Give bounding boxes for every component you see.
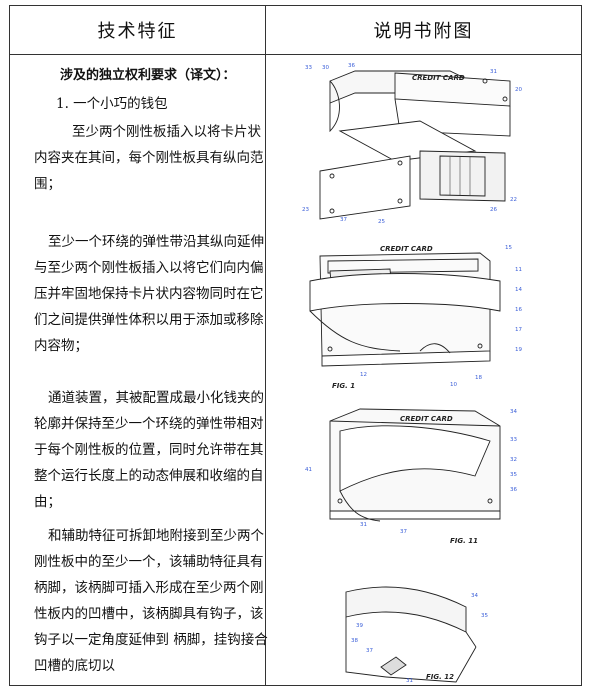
svg-text:31: 31 (360, 522, 367, 528)
svg-text:33: 33 (305, 65, 312, 71)
svg-text:12: 12 (360, 372, 367, 378)
svg-text:18: 18 (475, 375, 482, 381)
fig-1-assembled-wallet: CREDIT CARD FIG. 1 15 11 14 16 17 19 18 10 12 (309, 245, 522, 390)
svg-text:36: 36 (510, 487, 517, 493)
fig-11-label: FIG. 11 (450, 537, 478, 545)
document-page: 技术特征 说明书附图 涉及的独立权利要求（译文）： 1. 一个小巧的钱包 至少两… (9, 5, 582, 686)
fig-12-accessory-tang: FIG. 12 34 35 31 39 38 37 (345, 586, 488, 684)
card-text-top: CREDIT CARD (412, 74, 465, 82)
svg-text:32: 32 (510, 457, 517, 463)
svg-text:35: 35 (510, 472, 517, 478)
claims-heading: 涉及的独立权利要求（译文）： (60, 68, 236, 83)
features-cell: 涉及的独立权利要求（译文）： 1. 一个小巧的钱包 至少两个刚性板插入以将卡片状… (9, 54, 268, 686)
card-text-fig11: CREDIT CARD (400, 415, 453, 423)
claim-item-title: 1. 一个小巧的钱包 (56, 96, 168, 112)
claim-paragraph-3: 通道装置，其被配置成最小化钱夹的轮廓并保持至少一个环绕的弹性带相对于每个刚性板的… (34, 390, 264, 510)
svg-text:31: 31 (490, 69, 497, 75)
fig-1-label: FIG. 1 (332, 382, 355, 390)
svg-text:25: 25 (378, 219, 385, 225)
svg-text:35: 35 (481, 613, 488, 619)
header-drawings: 说明书附图 (265, 5, 582, 55)
svg-text:30: 30 (322, 65, 329, 71)
svg-text:10: 10 (450, 382, 457, 388)
svg-text:36: 36 (348, 63, 355, 69)
svg-text:34: 34 (471, 593, 478, 599)
svg-text:37: 37 (400, 529, 407, 535)
svg-text:37: 37 (366, 648, 373, 654)
svg-text:22: 22 (510, 197, 517, 203)
feature-table: 技术特征 说明书附图 涉及的独立权利要求（译文）： 1. 一个小巧的钱包 至少两… (9, 5, 582, 686)
card-text-fig1: CREDIT CARD (380, 245, 433, 253)
svg-text:34: 34 (510, 409, 517, 415)
svg-text:17: 17 (515, 327, 522, 333)
claim-paragraph-2: 至少一个环绕的弹性带沿其纵向延伸与至少两个刚性板插入以将它们向内偏压并牢固地保持… (34, 234, 264, 354)
claim-paragraph-4: 和辅助特征可拆卸地附接到至少两个刚性板中的至少一个，该辅助特征具有柄脚，该柄脚可… (34, 528, 268, 674)
svg-text:39: 39 (356, 623, 363, 629)
svg-text:37: 37 (340, 217, 347, 223)
svg-text:14: 14 (515, 287, 522, 293)
claim-paragraph-1: 至少两个刚性板插入以将卡片状内容夹在其间，每个刚性板具有纵向范围； (34, 124, 264, 192)
fig-12-label: FIG. 12 (426, 673, 454, 681)
svg-text:19: 19 (515, 347, 522, 353)
svg-text:15: 15 (505, 245, 512, 251)
svg-text:26: 26 (490, 207, 497, 213)
svg-text:38: 38 (351, 638, 358, 644)
svg-text:20: 20 (515, 87, 522, 93)
svg-text:33: 33 (510, 437, 517, 443)
svg-text:31: 31 (406, 678, 413, 684)
header-technical-features: 技术特征 (9, 5, 266, 55)
svg-text:16: 16 (515, 307, 522, 313)
exploded-view-figure: CREDIT CARD 33 30 36 31 20 23 37 25 22 26 (302, 63, 522, 225)
svg-text:11: 11 (515, 267, 522, 273)
drawings-cell: CREDIT CARD 33 30 36 31 20 23 37 25 22 26 (265, 54, 582, 686)
svg-text:41: 41 (305, 467, 312, 473)
fig-11-wallet-side: CREDIT CARD FIG. 11 34 33 32 35 36 37 31 41 (305, 408, 517, 545)
svg-text:23: 23 (302, 207, 309, 213)
